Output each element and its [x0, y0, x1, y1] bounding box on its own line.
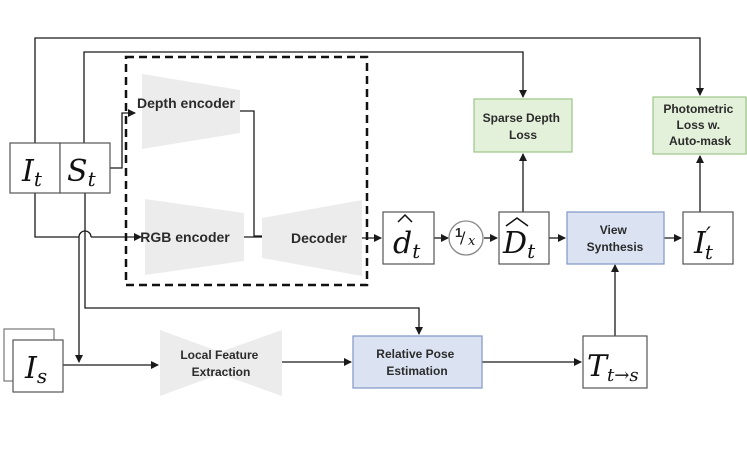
- target-image-box: It: [9, 142, 61, 194]
- sparse-depth-loss: Sparse Depth Loss: [473, 98, 573, 153]
- depth-encoder-to-decoder-line: [240, 110, 262, 237]
- decoder-label: Decoder: [291, 230, 348, 246]
- target-to-rgb-encoder-arrow: [34, 193, 79, 238]
- source-image-symbol: I: [24, 351, 38, 386]
- warped-image-prime: ′: [706, 224, 711, 249]
- svg-text:RGB encoder: RGB encoder: [140, 229, 230, 245]
- depth-map-subscript: t: [527, 239, 536, 263]
- depth-map-symbol: D: [502, 226, 527, 261]
- depth-encoder: Depth encoder: [137, 74, 240, 149]
- hat-accent: [505, 217, 529, 227]
- relative-pose-line-1: Relative Pose: [376, 347, 454, 361]
- svg-text:dt: dt: [393, 226, 421, 263]
- target-to-photometric-loss-arrow: [34, 37, 704, 143]
- transform-subscript: t→s: [607, 365, 639, 386]
- svg-text:It: It: [21, 154, 43, 191]
- reciprocal-node: 1 / x: [448, 220, 484, 256]
- sparse-to-depth-loss-arrow: [83, 51, 527, 143]
- warped-image-box: I′t: [682, 211, 734, 265]
- warped-image-subscript: t: [705, 240, 714, 264]
- sparse-depth-symbol: S: [67, 154, 88, 189]
- sparse-depth-loss-line-2: Loss: [509, 128, 537, 142]
- svg-text:I′t: I′t: [693, 224, 714, 264]
- reciprocal-denominator: x: [468, 234, 476, 249]
- svg-text:Relative Pose Estimation: Relative Pose Estimation: [376, 347, 457, 378]
- photometric-loss-line-2: Loss w.: [677, 118, 721, 132]
- transform-symbol: T: [587, 349, 609, 384]
- hat-accent: [397, 213, 413, 223]
- view-synthesis: View Synthesis: [566, 211, 665, 265]
- reciprocal-numerator: 1: [455, 225, 462, 240]
- depth-pred-symbol: d: [393, 226, 412, 261]
- depth-pred-subscript: t: [412, 239, 421, 263]
- sparse-depth-loss-line-1: Sparse Depth: [483, 111, 560, 125]
- view-synthesis-line-1: View: [600, 223, 628, 237]
- depth-network-boundary: [124, 55, 369, 287]
- svg-text:Local Feature Extraction: Local Feature Extraction: [180, 348, 261, 379]
- svg-text:Tt→s: Tt→s: [587, 349, 639, 386]
- sparse-to-pose-arrow: [84, 193, 423, 335]
- relative-pose-estimation: Relative Pose Estimation: [352, 335, 483, 389]
- svg-text:St: St: [67, 154, 97, 191]
- local-feature-extraction: Local Feature Extraction: [160, 330, 282, 396]
- svg-text:View Synthesis: View Synthesis: [587, 223, 644, 254]
- photometric-loss: Photometric Loss w. Auto-mask: [652, 96, 747, 155]
- depth-map-box: Dt: [498, 211, 550, 265]
- photometric-loss-line-3: Auto-mask: [669, 134, 731, 148]
- photometric-loss-line-1: Photometric: [663, 102, 733, 116]
- depth-pred-box: dt: [382, 211, 435, 265]
- source-image-subscript: s: [37, 364, 47, 388]
- transform-box: Tt→s: [582, 335, 648, 389]
- svg-text:/: /: [460, 228, 466, 247]
- view-synthesis-line-2: Synthesis: [587, 240, 644, 254]
- depth-encoder-label: Depth encoder: [137, 95, 236, 111]
- target-image-symbol: I: [21, 154, 35, 189]
- decoder: Decoder: [262, 200, 362, 276]
- target-image-subscript: t: [34, 167, 43, 191]
- rgb-encoder: RGB encoder: [140, 199, 244, 275]
- warped-image-symbol: I: [693, 226, 707, 261]
- source-image-stack: Is: [3, 328, 64, 393]
- local-feature-line-2: Extraction: [192, 365, 251, 379]
- sparse-depth-subscript: t: [88, 167, 97, 191]
- svg-text:Photometric Loss w.: Photometric Loss w. Auto-mask: [663, 102, 736, 148]
- local-feature-line-1: Local Feature: [180, 348, 258, 362]
- svg-text:Dt: Dt: [502, 226, 536, 263]
- connectors: [34, 37, 704, 369]
- rgb-encoder-label: RGB encoder: [140, 229, 230, 245]
- svg-text:Sparse Depth Loss: Sparse Depth Loss: [483, 111, 564, 142]
- sparse-depth-box: St: [59, 142, 111, 194]
- sparse-depth-loss-box: [474, 99, 572, 152]
- sparse-to-depth-encoder-arrow: [110, 109, 136, 169]
- svg-text:Is: Is: [24, 351, 47, 388]
- svg-text:Depth encoder: Depth encoder: [137, 95, 236, 111]
- relative-pose-line-2: Estimation: [386, 364, 447, 378]
